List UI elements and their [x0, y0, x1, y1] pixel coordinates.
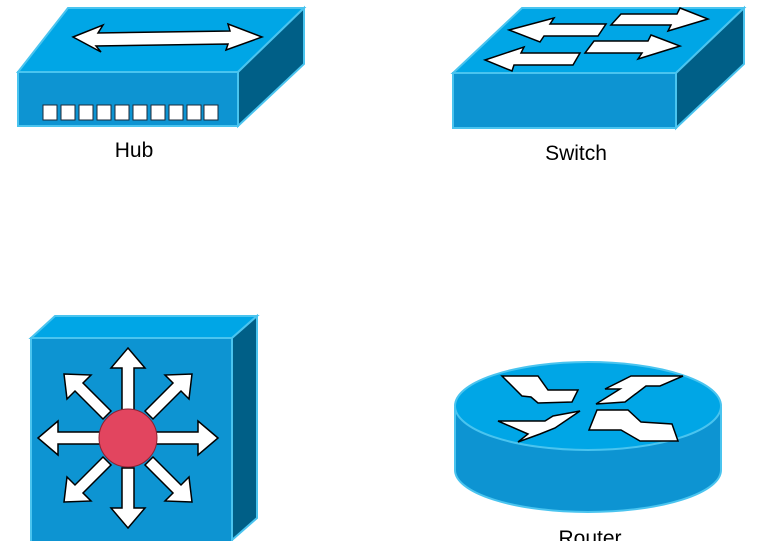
hub-icon	[15, 5, 307, 129]
hub-double-arrow-icon	[71, 22, 265, 53]
hub-ports	[42, 104, 219, 121]
switch-front-face	[452, 72, 677, 129]
switch-label: Switch	[545, 142, 607, 165]
router-label: Router	[558, 527, 622, 541]
router-top-face	[454, 361, 722, 451]
hub-device	[0, 0, 310, 135]
multilayer-core-dot	[98, 408, 158, 468]
switch-arrows-icon	[482, 7, 711, 72]
multilayer-radial-arrows-icon	[36, 346, 220, 530]
hub-label: Hub	[114, 139, 154, 162]
switch-icon	[450, 5, 747, 131]
router-arrows-icon	[497, 375, 684, 443]
